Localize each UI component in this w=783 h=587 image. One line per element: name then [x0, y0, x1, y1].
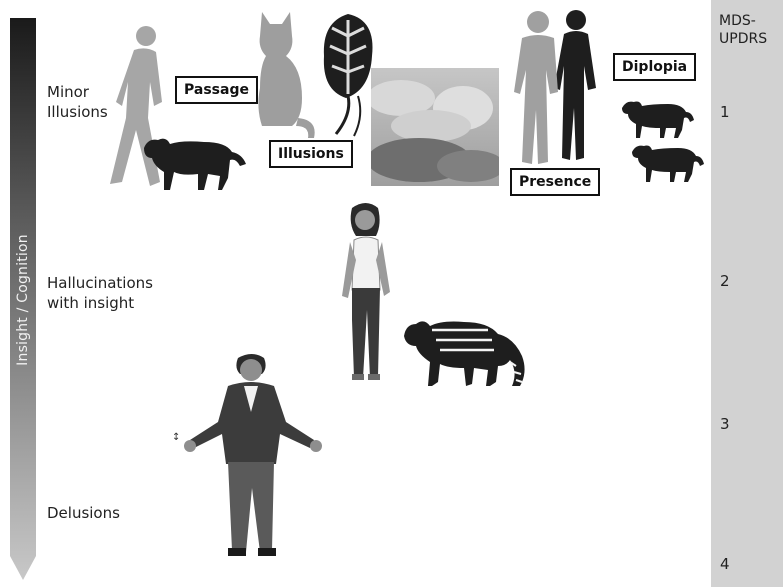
diplopia-animal-top [620, 98, 696, 140]
mds-updrs-title: MDS- UPDRS [719, 12, 767, 48]
woman-figure [336, 200, 396, 386]
resize-cursor-icon: ↕ [172, 432, 180, 443]
diplopia-label-box: Diplopia [613, 53, 696, 81]
scale-number-3: 3 [720, 415, 730, 433]
scale-number-1: 1 [720, 103, 730, 121]
diplopia-animal-bottom [630, 142, 706, 184]
man-figure [182, 352, 328, 560]
cloud-face-photo [371, 68, 499, 186]
level-delusions: Delusions [47, 503, 120, 523]
insight-cognition-label: Insight / Cognition [15, 234, 31, 366]
cat-figure [252, 8, 324, 140]
mds-updrs-scale-bar [711, 0, 783, 587]
dark-cat-figure [142, 134, 248, 194]
presence-label-box: Presence [510, 168, 600, 196]
civet-figure [402, 316, 530, 390]
passage-label-box: Passage [175, 76, 258, 104]
presence-people-figure [510, 6, 610, 166]
level-minor-illusions: Minor Illusions [47, 82, 108, 122]
scale-number-4: 4 [720, 555, 730, 573]
scale-number-2: 2 [720, 272, 730, 290]
level-hallucinations-with-insight: Hallucinations with insight [47, 273, 153, 313]
illusions-label-box: Illusions [269, 140, 353, 168]
